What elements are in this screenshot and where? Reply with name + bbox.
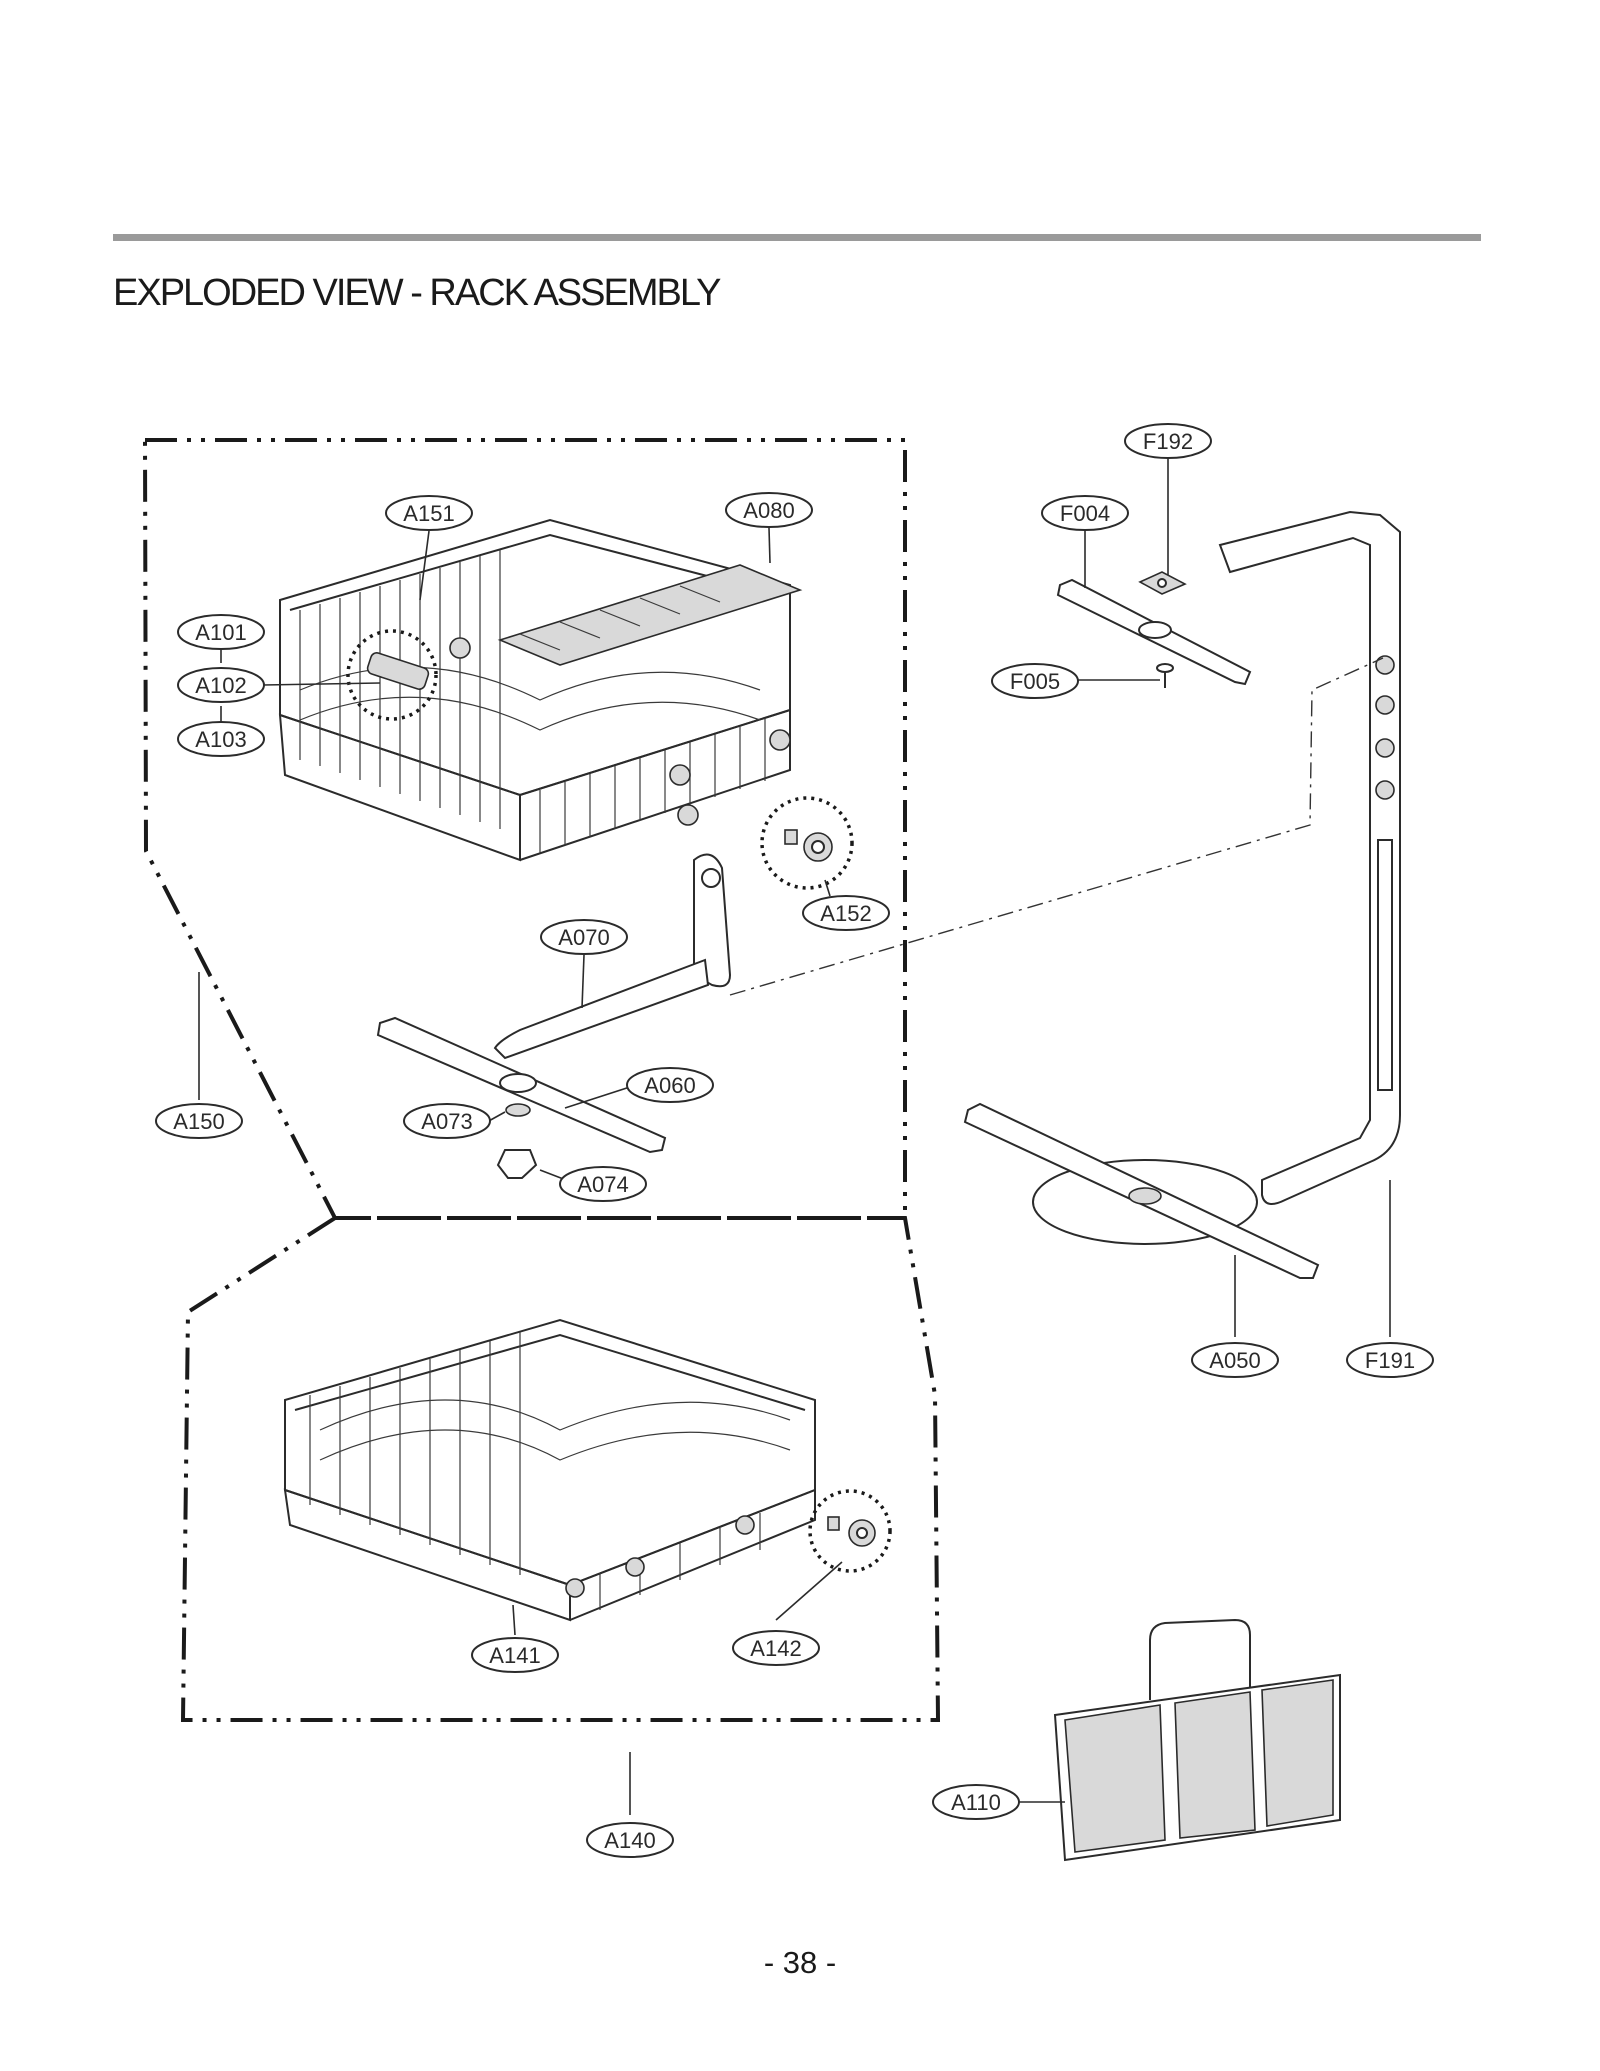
svg-text:A102: A102 bbox=[195, 673, 246, 698]
middle-spray-arm bbox=[376, 1016, 667, 1179]
svg-text:A101: A101 bbox=[195, 620, 246, 645]
upper-rack bbox=[278, 518, 803, 862]
lower-rack-roller-detail bbox=[808, 1489, 892, 1573]
page-title: EXPLODED VIEW - RACK ASSEMBLY bbox=[113, 272, 721, 314]
callout-A080: A080 bbox=[725, 492, 813, 528]
callout-A151: A151 bbox=[385, 495, 473, 531]
callout-A103: A103 bbox=[177, 721, 265, 757]
silverware-basket bbox=[1053, 1618, 1341, 1862]
svg-text:A070: A070 bbox=[558, 925, 609, 950]
svg-text:A150: A150 bbox=[173, 1109, 224, 1134]
svg-text:A073: A073 bbox=[421, 1109, 472, 1134]
callout-A142: A142 bbox=[732, 1630, 820, 1666]
callout-A140: A140 bbox=[586, 1822, 674, 1858]
callout-A110: A110 bbox=[932, 1784, 1020, 1820]
svg-text:F192: F192 bbox=[1143, 429, 1193, 454]
svg-text:A060: A060 bbox=[644, 1073, 695, 1098]
lower-rack bbox=[283, 1318, 816, 1622]
page-number: - 38 - bbox=[763, 1945, 837, 1980]
callout-F191: F191 bbox=[1346, 1342, 1434, 1378]
callout-A050: A050 bbox=[1191, 1342, 1279, 1378]
callout-A152: A152 bbox=[802, 895, 890, 931]
svg-text:A151: A151 bbox=[403, 501, 454, 526]
callout-A150: A150 bbox=[155, 1103, 243, 1139]
leader-lines bbox=[198, 458, 1391, 1815]
callout-A102: A102 bbox=[177, 667, 265, 703]
svg-text:A140: A140 bbox=[604, 1828, 655, 1853]
callout-A141: A141 bbox=[471, 1637, 559, 1673]
svg-text:F004: F004 bbox=[1060, 501, 1110, 526]
upper-spray-arm bbox=[1056, 571, 1252, 688]
callout-F192: F192 bbox=[1124, 423, 1212, 459]
svg-text:A074: A074 bbox=[577, 1172, 628, 1197]
svg-text:A103: A103 bbox=[195, 727, 246, 752]
svg-text:A080: A080 bbox=[743, 498, 794, 523]
svg-text:F005: F005 bbox=[1010, 669, 1060, 694]
callout-A070: A070 bbox=[540, 919, 628, 955]
svg-text:A152: A152 bbox=[820, 901, 871, 926]
supply-tube bbox=[1218, 510, 1401, 1205]
svg-text:A142: A142 bbox=[750, 1636, 801, 1661]
callout-A101: A101 bbox=[177, 614, 265, 650]
lower-spray-arm bbox=[963, 1102, 1320, 1279]
svg-text:F191: F191 bbox=[1365, 1348, 1415, 1373]
top-rule bbox=[113, 234, 1481, 241]
upper-rack-group-boundary bbox=[142, 438, 907, 1220]
callout-A074: A074 bbox=[559, 1166, 647, 1202]
svg-text:A141: A141 bbox=[489, 1643, 540, 1668]
lower-rack-group-boundary bbox=[180, 1216, 941, 1722]
callout-F005: F005 bbox=[991, 663, 1079, 699]
connector-line bbox=[729, 657, 1384, 996]
svg-text:A050: A050 bbox=[1209, 1348, 1260, 1373]
callout-F004: F004 bbox=[1041, 495, 1129, 531]
spray-arm-conduit bbox=[493, 853, 732, 1060]
callout-A060: A060 bbox=[626, 1067, 714, 1103]
svg-text:A110: A110 bbox=[951, 1790, 1001, 1815]
upper-rack-roller-detail bbox=[760, 796, 854, 890]
callout-A073: A073 bbox=[403, 1103, 491, 1139]
